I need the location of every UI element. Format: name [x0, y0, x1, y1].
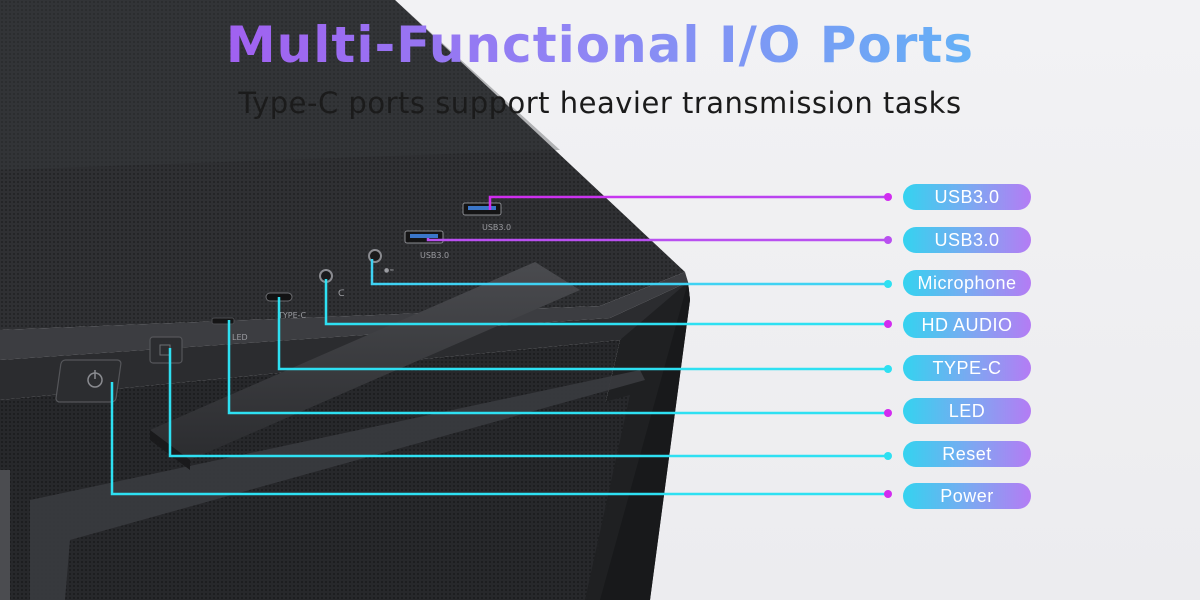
port-label-text: USB3.0	[934, 187, 1000, 207]
port-label-text: LED	[948, 401, 986, 421]
port-label-microphone: Microphone	[903, 270, 1031, 296]
usb3-port-top[interactable]: USB3.0	[462, 202, 511, 232]
port-label-type-c: TYPE-C	[903, 355, 1031, 381]
usb3-case-marking-second: USB3.0	[420, 251, 449, 260]
power-button[interactable]	[55, 359, 122, 403]
case-top-sheen	[0, 0, 560, 170]
port-label-reset: Reset	[903, 441, 1031, 467]
port-label-power: Power	[903, 483, 1031, 509]
callout-dots	[884, 193, 892, 498]
type-c-case-marking: TYPE-C	[277, 311, 307, 320]
case-handle-slot	[150, 262, 580, 460]
port-label-text: TYPE-C	[932, 358, 1002, 378]
port-label-text: Reset	[942, 444, 992, 464]
port-label-text: Power	[940, 486, 994, 506]
case-left-edge	[0, 470, 10, 600]
case-top-panel	[0, 0, 685, 330]
case-front-inner	[75, 395, 630, 600]
usb3-case-marking-top: USB3.0	[482, 223, 511, 232]
case-io-strip	[0, 282, 690, 400]
callout-line-tints	[110, 259, 374, 460]
port-label-led: LED	[903, 398, 1031, 424]
port-label-text: HD AUDIO	[921, 315, 1013, 335]
port-label-usb3-top: USB3.0	[903, 184, 1031, 210]
led-case-marking: LED	[232, 333, 248, 342]
case-side-edge	[600, 282, 690, 600]
hd-audio-jack[interactable]: ᑕ	[319, 269, 345, 299]
callout-line-usb3-top	[488, 195, 888, 210]
headphone-icon: ᑕ	[338, 289, 345, 299]
microphone-icon: ●≈	[384, 267, 394, 274]
case-front-frame	[30, 370, 645, 600]
page-subtitle: Type-C ports support heavier transmissio…	[238, 86, 962, 120]
port-label-text: Microphone	[917, 273, 1017, 293]
port-label-usb3-second: USB3.0	[903, 227, 1031, 253]
callout-line-usb3-second	[426, 238, 888, 242]
page-title: Multi-Functional I/O Ports	[0, 16, 1200, 74]
port-label-text: USB3.0	[934, 230, 1000, 250]
port-label-hd-audio: HD AUDIO	[903, 312, 1031, 338]
reset-button[interactable]	[149, 336, 183, 364]
